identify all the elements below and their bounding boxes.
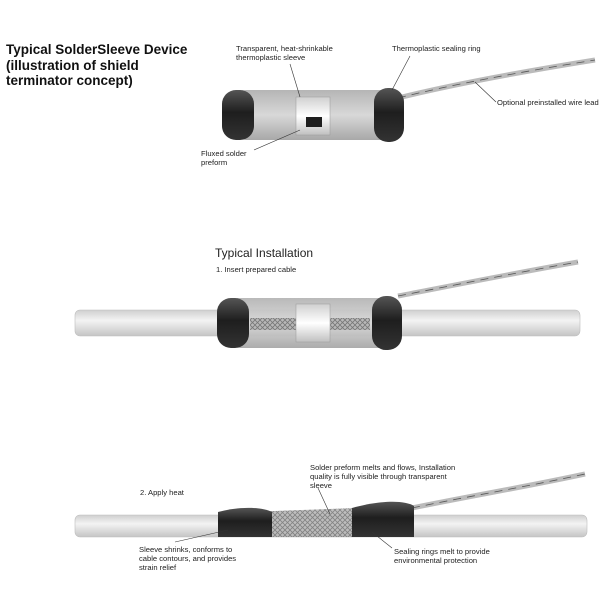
device-with-cable bbox=[74, 259, 581, 350]
label-sleeve-shrinks: Sleeve shrinks, conforms to cable contou… bbox=[139, 545, 237, 572]
sealing-ring-left bbox=[222, 90, 254, 140]
figure-title: Typical SolderSleeve Device (illustratio… bbox=[6, 42, 188, 88]
label-wire-lead: Optional preinstalled wire lead bbox=[497, 98, 599, 107]
wire-lead bbox=[397, 57, 596, 101]
step-2-label: 2. Apply heat bbox=[140, 488, 184, 497]
solder-preform bbox=[295, 96, 331, 136]
melted-ring-left bbox=[218, 507, 272, 537]
step-1-label: 1. Insert prepared cable bbox=[216, 265, 297, 274]
sealing-ring-right bbox=[374, 88, 404, 142]
device-uninstalled bbox=[222, 57, 596, 142]
label-rings-melt: Sealing rings melt to provide environmen… bbox=[394, 547, 490, 565]
leader-lines-3 bbox=[174, 487, 393, 549]
label-preform-melts: Solder preform melts and flows, Installa… bbox=[310, 463, 456, 490]
label-sleeve: Transparent, heat-shrinkable thermoplast… bbox=[236, 44, 333, 62]
label-sealing-ring: Thermoplastic sealing ring bbox=[392, 44, 481, 53]
installation-heading: Typical Installation bbox=[215, 246, 314, 260]
device-installed bbox=[74, 471, 588, 538]
label-solder-preform: Fluxed solder preform bbox=[201, 149, 247, 167]
melted-ring-right bbox=[352, 501, 414, 537]
leader-lines-1 bbox=[253, 55, 497, 151]
